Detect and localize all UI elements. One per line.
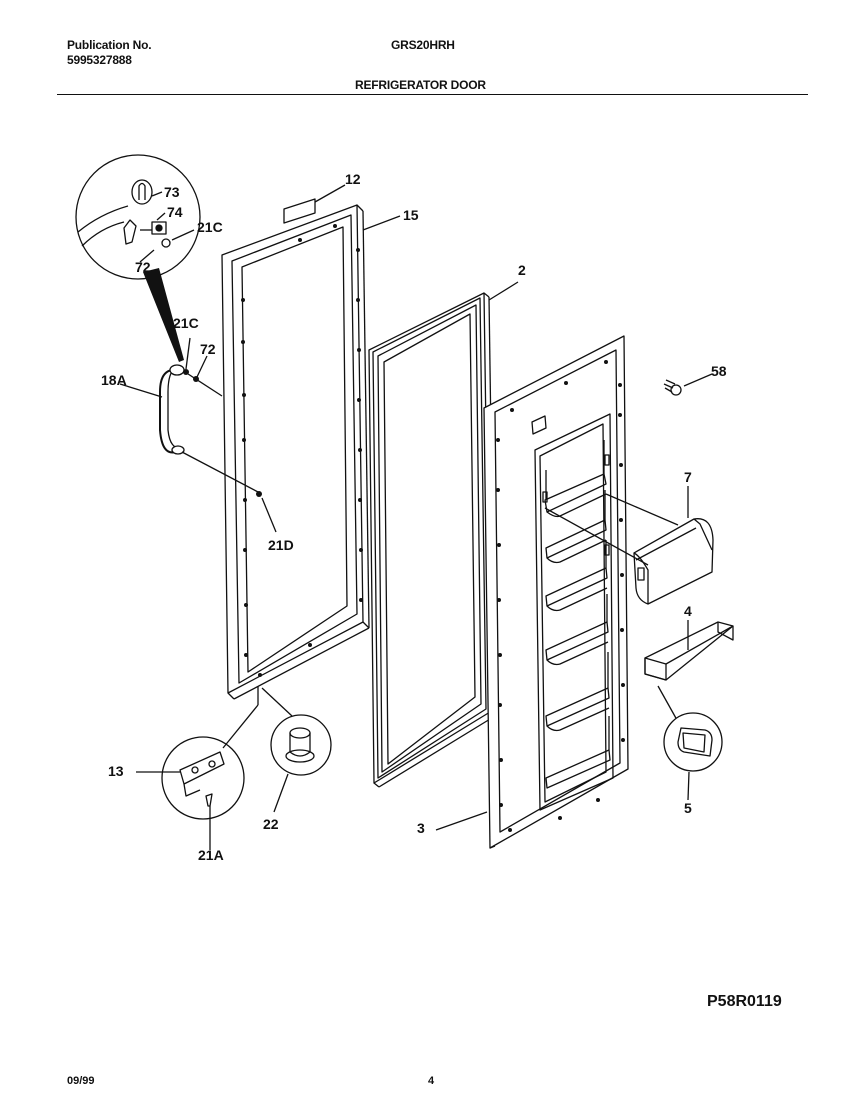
model-number: GRS20HRH (391, 38, 455, 52)
header-rule (57, 94, 808, 95)
liner-screw-holes (496, 360, 625, 832)
callout-13: 13 (108, 763, 124, 779)
outer-door-screw-holes (241, 224, 363, 677)
callout-3: 3 (417, 820, 425, 836)
callout-72-detail: 72 (135, 259, 151, 275)
callout-72-main: 72 (200, 341, 216, 357)
callout-21c-detail: 21C (197, 219, 223, 235)
callout-21c-main: 21C (173, 315, 199, 331)
handle-leader-lines (185, 337, 277, 533)
publication-number: 5995327888 (67, 53, 132, 67)
callout-7: 7 (684, 469, 692, 485)
shelf-rail-part (644, 620, 734, 721)
bushing-detail (261, 687, 332, 813)
dairy-door-part (544, 486, 714, 605)
bin-slots (542, 454, 610, 556)
diagram-code: P58R0119 (707, 993, 782, 1010)
callout-2: 2 (518, 262, 526, 278)
page-number: 4 (428, 1075, 435, 1087)
outer-door-panel (221, 204, 401, 700)
callout-58: 58 (711, 363, 727, 379)
callout-21a: 21A (198, 847, 224, 863)
callout-12: 12 (345, 171, 361, 187)
end-cap-detail (663, 712, 723, 801)
callout-74: 74 (167, 204, 183, 220)
callout-15: 15 (403, 207, 419, 223)
hinge-detail (136, 686, 259, 850)
handle-mount-detail (75, 154, 201, 362)
publication-label: Publication No. (67, 38, 152, 52)
handle-screws (183, 369, 262, 497)
callout-73: 73 (164, 184, 180, 200)
callout-5: 5 (684, 800, 692, 816)
callout-22: 22 (263, 816, 279, 832)
screw-58-part (663, 373, 713, 396)
callout-21d: 21D (268, 537, 294, 553)
footer-date: 09/99 (67, 1075, 95, 1087)
callout-18a: 18A (101, 372, 127, 388)
section-title: REFRIGERATOR DOOR (355, 78, 486, 92)
callout-4: 4 (684, 603, 692, 619)
liner-shelves (544, 440, 611, 789)
nameplate-part (283, 184, 346, 224)
